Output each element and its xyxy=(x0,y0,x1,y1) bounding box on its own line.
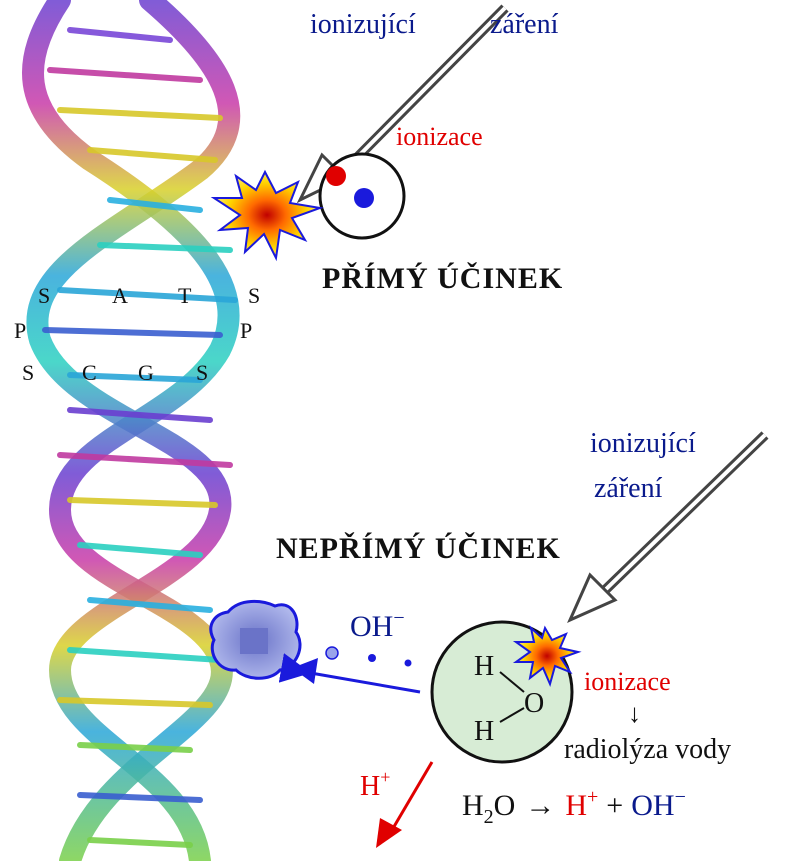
helix-backbone-left xyxy=(22,0,240,861)
radiolysis-equation: H2O→H++OH− xyxy=(462,786,686,828)
direct-radiation-label-1: ionizující xyxy=(310,9,416,40)
dna-damage-core xyxy=(240,628,268,654)
dna-letter-c: C xyxy=(82,360,97,385)
proton-label: H+ xyxy=(360,767,390,802)
dna-helix xyxy=(22,0,241,861)
indirect-effect: ionizující záření NEPŘÍMÝ ÚČINEK OH− H O… xyxy=(209,428,769,848)
radiolysis-label: radiolýza vody xyxy=(564,734,731,765)
radical-symbol: OH xyxy=(350,610,393,643)
direct-effect-title: PŘÍMÝ ÚČINEK xyxy=(322,262,563,295)
dna-letter-s1: S xyxy=(38,283,50,308)
indirect-radiation-label-1: ionizující xyxy=(590,428,696,459)
water-atom-h2: H xyxy=(474,716,494,747)
radical-attack-arrowhead-icon xyxy=(292,658,318,684)
direct-effect: ionizující záření ionizace PŘÍMÝ ÚČINEK xyxy=(210,4,563,295)
proton-arrow xyxy=(390,761,434,831)
radiolysis-down-arrow: ↓ xyxy=(628,699,641,728)
water-bond-2 xyxy=(499,707,525,723)
direct-ionization-label: ionizace xyxy=(396,122,483,151)
proton-symbol: H xyxy=(360,771,380,802)
water-atom-h1: H xyxy=(474,651,494,682)
indirect-radiation-label-2: záření xyxy=(594,473,663,504)
dna-letter-p2: P xyxy=(240,318,252,343)
radical-charge: − xyxy=(393,607,404,629)
dna-letter-a: A xyxy=(112,283,128,308)
water-atom-o: O xyxy=(524,688,544,719)
nucleus-blue-icon xyxy=(354,188,374,208)
electron-red-icon xyxy=(326,166,346,186)
eq-lhs-h: H xyxy=(462,789,484,822)
radical-dot-icon xyxy=(404,659,412,667)
indirect-hit-star-icon xyxy=(512,625,582,687)
eq-p2: OH xyxy=(631,789,674,822)
radical-dot-icon xyxy=(325,646,339,660)
eq-lhs-sub: 2 xyxy=(484,806,494,828)
eq-p1-sup: + xyxy=(587,786,598,808)
dna-labels: S A T S P P S C G S xyxy=(14,283,260,385)
indirect-ionization-label: ionizace xyxy=(584,667,671,696)
dna-letter-s4: S xyxy=(196,360,208,385)
direct-hit-star-icon xyxy=(210,169,324,262)
dna-letter-s3: S xyxy=(22,360,34,385)
dna-letter-g: G xyxy=(138,360,154,385)
dna-letter-p1: P xyxy=(14,318,26,343)
radical-dot-icon xyxy=(368,654,376,662)
radical-attack-arrow xyxy=(278,653,421,694)
eq-p1: H xyxy=(565,789,587,822)
eq-p2-sup: − xyxy=(675,786,686,808)
direct-radiation-label-2: záření xyxy=(490,9,559,40)
radical-label: OH− xyxy=(350,607,405,643)
dna-letter-s2: S xyxy=(248,283,260,308)
eq-plus: + xyxy=(606,789,623,822)
water-bond-1 xyxy=(499,671,525,693)
dna-letter-t: T xyxy=(178,283,192,308)
radiation-arrow-indirect xyxy=(567,431,769,623)
helix-base-pairs xyxy=(42,27,238,848)
proton-charge: + xyxy=(380,767,390,787)
proton-arrowhead-icon xyxy=(376,818,402,848)
eq-lhs-o: O xyxy=(494,789,516,822)
indirect-effect-title: NEPŘÍMÝ ÚČINEK xyxy=(276,532,561,565)
eq-arrow: → xyxy=(525,789,555,822)
